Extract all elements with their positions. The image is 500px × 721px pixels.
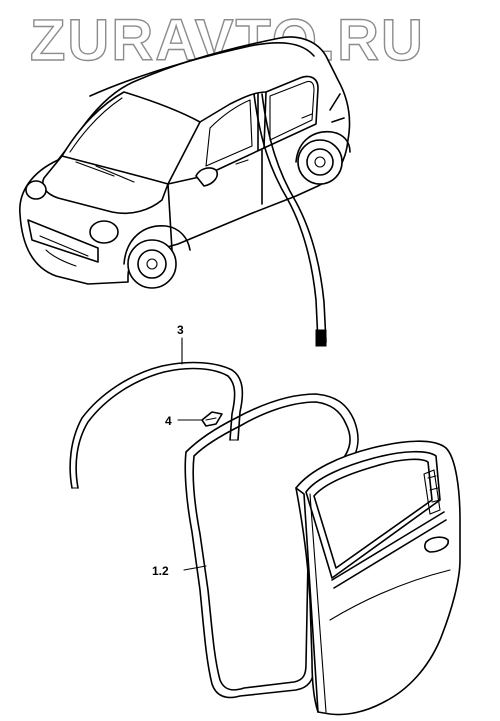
rear-door-panel-icon [295, 440, 461, 716]
callout-label-4: 4 [165, 414, 172, 428]
weatherstrip-sweep-icon [253, 93, 327, 347]
clip-part [201, 411, 223, 427]
callout-leader-1-2 [183, 565, 207, 571]
car-illustration-icon [19, 36, 351, 289]
callout-label-3: 3 [177, 323, 184, 337]
upper-seal-part [69, 361, 244, 489]
watermark-text: ZURAVTO.RU [30, 8, 425, 73]
callout-label-1-2: 1.2 [152, 564, 169, 578]
